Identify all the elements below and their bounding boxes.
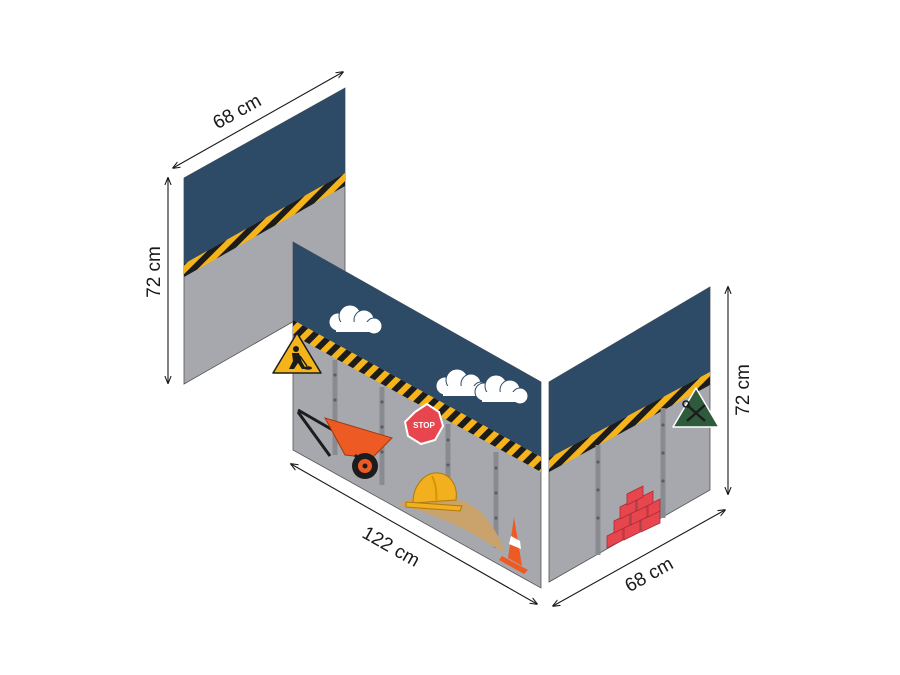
left-panel-hazard-stripe bbox=[184, 173, 345, 277]
wrench-screwdriver-icon bbox=[672, 387, 720, 428]
dim-label-right-width: 68 cm bbox=[622, 553, 677, 596]
dim-line-front-width bbox=[291, 464, 537, 604]
dim-line-right-width bbox=[553, 510, 725, 606]
front-panel-hazard-stripe bbox=[293, 320, 541, 472]
dim-line-left-width bbox=[173, 72, 343, 168]
stop-sign-label: STOP bbox=[413, 421, 435, 430]
front-panel-sky bbox=[293, 242, 541, 457]
right-panel-hazard-stripe bbox=[549, 372, 710, 472]
front-panel: STOP bbox=[272, 241, 542, 589]
dim-label-left-height: 72 cm bbox=[144, 246, 165, 298]
dim-label-front-width: 122 cm bbox=[358, 523, 423, 572]
dim-label-left-width: 68 cm bbox=[210, 90, 265, 133]
right-panel-rivets bbox=[596, 423, 665, 520]
dimension-lines bbox=[168, 72, 728, 606]
stop-sign: STOP bbox=[403, 402, 445, 446]
dim-label-right-height: 72 cm bbox=[733, 364, 754, 416]
construction-worker-icon bbox=[272, 332, 322, 374]
right-panel bbox=[548, 286, 720, 583]
right-panel-sky bbox=[549, 287, 710, 458]
